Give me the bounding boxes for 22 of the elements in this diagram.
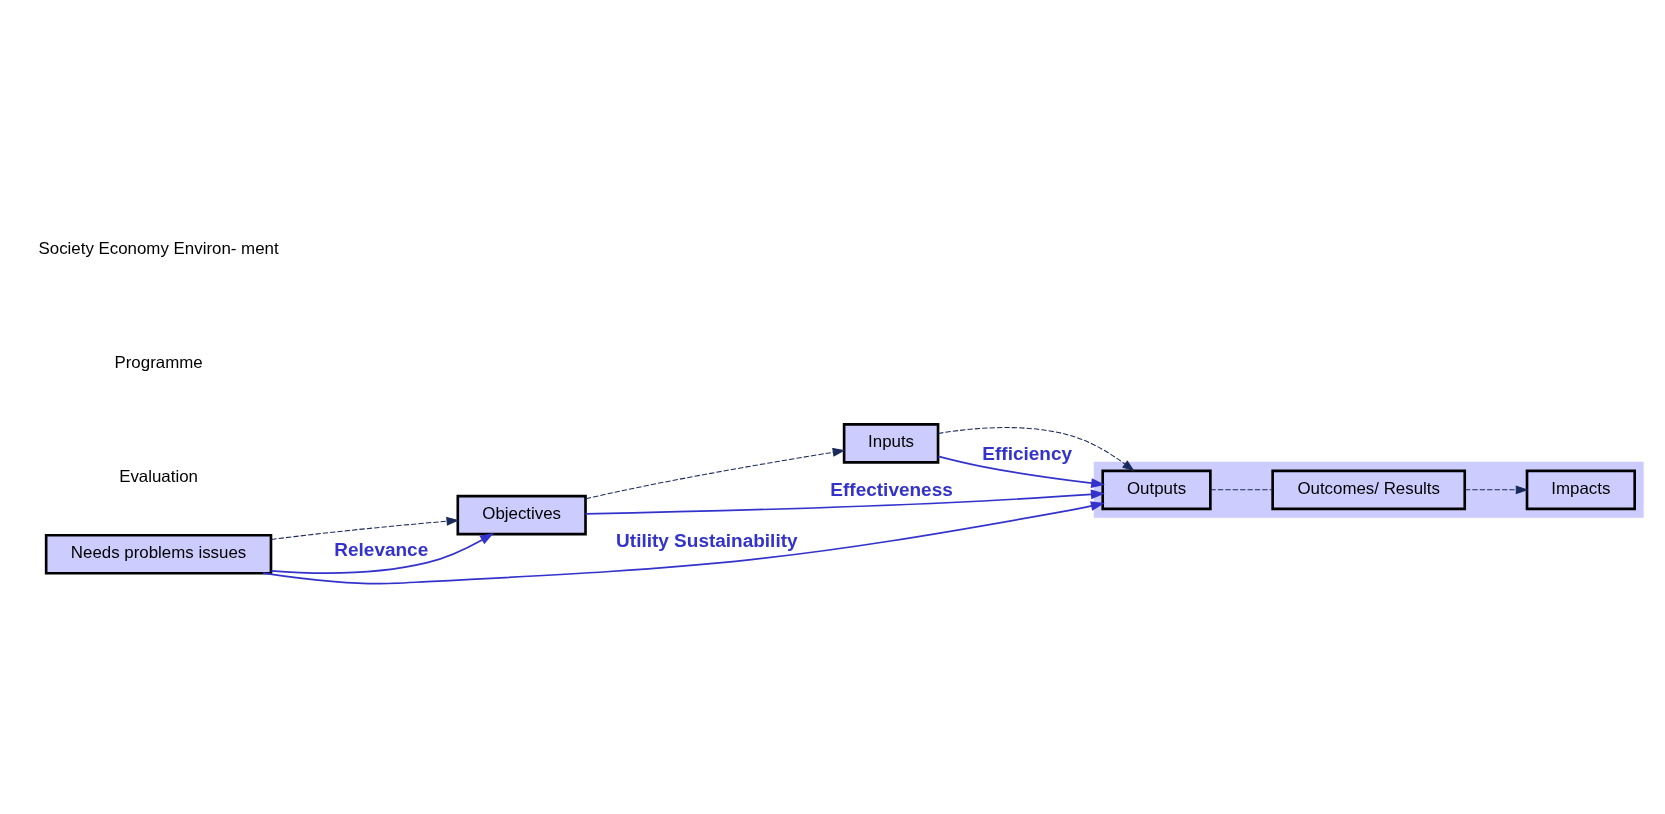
edge-label: Effectiveness: [830, 478, 953, 500]
arrow: [1464, 484, 1529, 494]
arrow: [584, 489, 1105, 515]
connector: [1210, 488, 1274, 490]
edge-label: Efficiency: [982, 442, 1073, 464]
label: Programme: [114, 352, 203, 372]
arrow: [937, 426, 1135, 472]
arrow: [262, 500, 1105, 584]
label: Society Economy Environ- ment: [38, 238, 279, 258]
node-box: Impacts: [1525, 469, 1636, 510]
node-box: Inputs: [842, 422, 940, 464]
arrow: [937, 455, 1106, 488]
node-box: Needs problems issues: [44, 533, 273, 575]
edge-label: Relevance: [334, 538, 429, 560]
arrow: [585, 447, 846, 499]
arrow: [270, 532, 494, 574]
arrow: [270, 516, 460, 540]
node-box: Outputs: [1101, 469, 1212, 510]
node-box: Objectives: [456, 494, 587, 535]
edge-label: Utility Sustainability: [616, 529, 798, 551]
node-box: Outcomes/ Results: [1271, 469, 1467, 510]
label: Evaluation: [119, 466, 198, 486]
